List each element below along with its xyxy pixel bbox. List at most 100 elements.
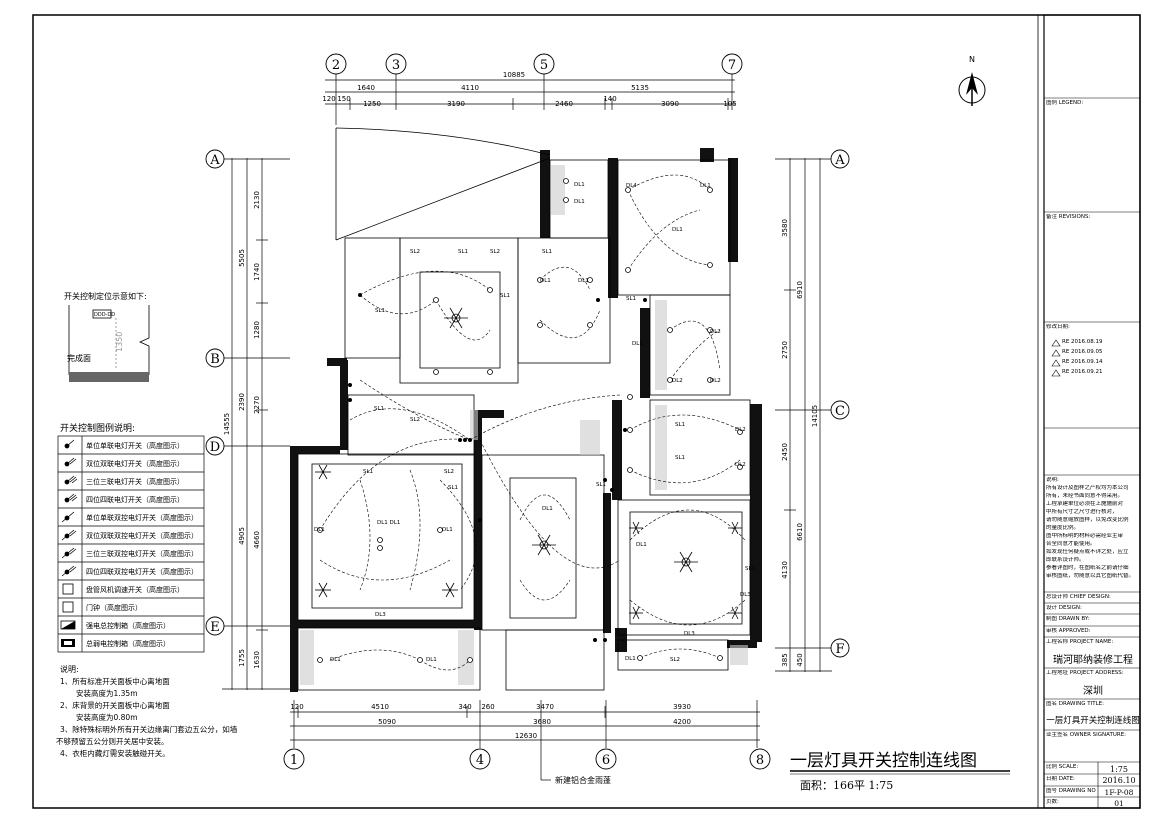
dim-bot-r2-1: 3680 — [533, 718, 551, 726]
floor-label: 完成面 — [67, 353, 91, 363]
dim-right-inner-0: 3580 — [781, 219, 789, 237]
title-block-lines — [1044, 97, 1140, 808]
dim-right-inner-2: 2450 — [781, 443, 789, 461]
legend-item-6: 三位三联双控电灯开关（高度图示） — [86, 549, 198, 558]
bottom-dimension-lines — [290, 700, 760, 781]
dim-left-inner-0: 2130 — [253, 191, 261, 209]
grid-label-top-5: 5 — [540, 58, 548, 73]
tb-drawing-title-label: 图名 DRAWING TITLE: — [1046, 701, 1104, 707]
note-line-0: 1、所有标准开关面板中心离地面 — [60, 676, 170, 686]
switch-box-label: DDD-DD — [94, 312, 115, 318]
tb-note-5: 的量度比例。 — [1046, 525, 1080, 531]
dim-top-r1-0: 1640 — [357, 84, 375, 92]
note-line-3: 安装高度为0.80m — [76, 712, 138, 722]
left-dimension-lines — [222, 158, 290, 690]
label-dl1: DL1 — [636, 542, 647, 548]
dim-bot-r2-0: 5090 — [378, 718, 396, 726]
label-dl3: DL3 — [740, 592, 751, 598]
label-sl1: SL1 — [675, 422, 685, 428]
right-dimension-lines — [775, 158, 832, 672]
tb-project-address-label: 工程地址 PROJECT ADDRESS: — [1046, 670, 1124, 676]
dim-left-outer-1: 5505 — [238, 249, 246, 267]
tb-revision-1: RE 2016.09.05 — [1062, 349, 1103, 355]
dim-bot-r2-2: 4200 — [673, 718, 691, 726]
tb-design: 设计 DESIGN: — [1046, 605, 1082, 611]
tb-scale-label: 比例 SCALE: — [1046, 764, 1079, 770]
legend-item-1: 双位双联电灯开关（高度图示） — [86, 459, 184, 468]
dim-top-r2-2: 1250 — [363, 100, 381, 108]
grid-label-right-a: A — [834, 153, 845, 168]
grid-label-bottom-6: 6 — [602, 753, 610, 768]
dim-top-r2-6: 3090 — [661, 100, 679, 108]
label-dl1: DL1 — [574, 182, 585, 188]
dim-top-r1-1: 4110 — [461, 84, 479, 92]
tb-page: 01 — [1114, 799, 1124, 808]
tb-note-10: 参看详图时，在图纸名之前请仔细 — [1046, 565, 1129, 571]
dim-left-inner-1: 1740 — [253, 263, 261, 281]
dim-bot-r1-5: 3930 — [673, 703, 691, 711]
label-dl1: DL1 — [426, 657, 437, 663]
notes-title: 说明: — [60, 664, 79, 674]
dim-right-outer-3: 450 — [796, 653, 804, 666]
label-dl4: DL4 — [626, 183, 637, 189]
tb-drawing-title: 一层灯具开关控制连线图 — [1046, 716, 1140, 726]
dim-top-r2-5: 140 — [603, 95, 616, 103]
label-dl1: DL1 — [625, 656, 636, 662]
tb-note-8: 如发现任何疑点或不详之处，应立 — [1046, 549, 1129, 555]
room-outlines — [297, 127, 751, 691]
tb-project-address: 深圳 — [1083, 686, 1103, 697]
tb-revisions-label: 备注 REVISIONS: — [1046, 214, 1091, 220]
tb-drawing-no: 1F-P-08 — [1104, 788, 1134, 797]
ceiling-fixtures — [311, 271, 743, 625]
label-dl1: DL1 — [542, 506, 553, 512]
legend-title: 开关控制图例说明: — [60, 422, 135, 434]
label-dl1: DL1 — [540, 278, 551, 284]
grid-label-bottom-8: 8 — [756, 753, 764, 768]
dim-top-total: 10885 — [503, 71, 525, 79]
tb-approved: 审核 APPROVED: — [1046, 628, 1091, 634]
dim-left-inner-4: 4660 — [253, 531, 261, 549]
legend-item-10: 强电总控制箱（高度图示） — [86, 621, 170, 630]
legend-item-9: 门钟（高度图示） — [86, 603, 142, 612]
note-line-4: 3、除特殊标明外所有开关边缘离门套边五公分，如墙 — [60, 724, 238, 734]
tb-note-4: 请勿随意缩放图样，以免改变比例 — [1046, 517, 1129, 523]
legend-item-4: 单位单联双控电灯开关（高度图示） — [86, 513, 198, 522]
grid-label-left-a: A — [209, 153, 220, 168]
tb-revise-date-label: 修改日期: — [1046, 324, 1070, 330]
legend-item-11: 总弱电控制箱（高度图示） — [86, 639, 170, 648]
label-sl1: SL1 — [542, 249, 552, 255]
dim-right-inner-1: 2750 — [781, 341, 789, 359]
label-dl2: DL2 — [672, 378, 683, 384]
label-sl2: SL2 — [670, 657, 680, 663]
label-sl1: SL1 — [675, 455, 685, 461]
tb-note-6: 图中所标明的材料必需经业主审 — [1046, 533, 1124, 539]
grid-label-left-b: B — [210, 352, 220, 367]
legend-icons — [60, 439, 78, 647]
label-dl1: DL1 — [672, 227, 683, 233]
grid-label-bottom-4: 4 — [476, 753, 484, 768]
label-sl1: SL1 — [500, 293, 510, 299]
tb-note-3: 中所有尺寸之尺寸进行核对， — [1046, 509, 1118, 515]
dim-right-outer-2: 6610 — [796, 523, 804, 541]
note-line-1: 安装高度为1.35m — [76, 688, 138, 698]
dim-top-r1-2: 5135 — [631, 84, 649, 92]
dim-bot-r1-0: 120 — [290, 703, 303, 711]
grid-label-left-d: D — [210, 440, 220, 455]
grid-label-left-e: E — [210, 620, 220, 635]
label-dl3: DL3 — [684, 631, 695, 637]
dim-right-outer-0: 14105 — [811, 405, 819, 427]
dim-left-outer-3: 4905 — [238, 527, 246, 545]
label-sl1: SL1 — [626, 296, 636, 302]
dim-top-r2-7: 105 — [723, 100, 736, 108]
tb-revision-0: RE 2016.08.19 — [1062, 339, 1103, 345]
switch-wiring — [319, 174, 746, 671]
tb-note-0: 所有设计及图样之产权均为本公司 — [1046, 485, 1129, 491]
dim-bot-r1-4: 3470 — [536, 703, 554, 711]
north-label: N — [969, 55, 975, 64]
dim-right-inner-3: 4130 — [781, 561, 789, 579]
dim-bot-r1-1: 4510 — [371, 703, 389, 711]
plan-area-scale: 面积：166平 1:75 — [800, 779, 893, 792]
tb-page-label: 页数: — [1046, 799, 1059, 805]
label-sl1: SL1 — [448, 485, 458, 491]
dim-left-outer-2: 2390 — [238, 393, 246, 411]
